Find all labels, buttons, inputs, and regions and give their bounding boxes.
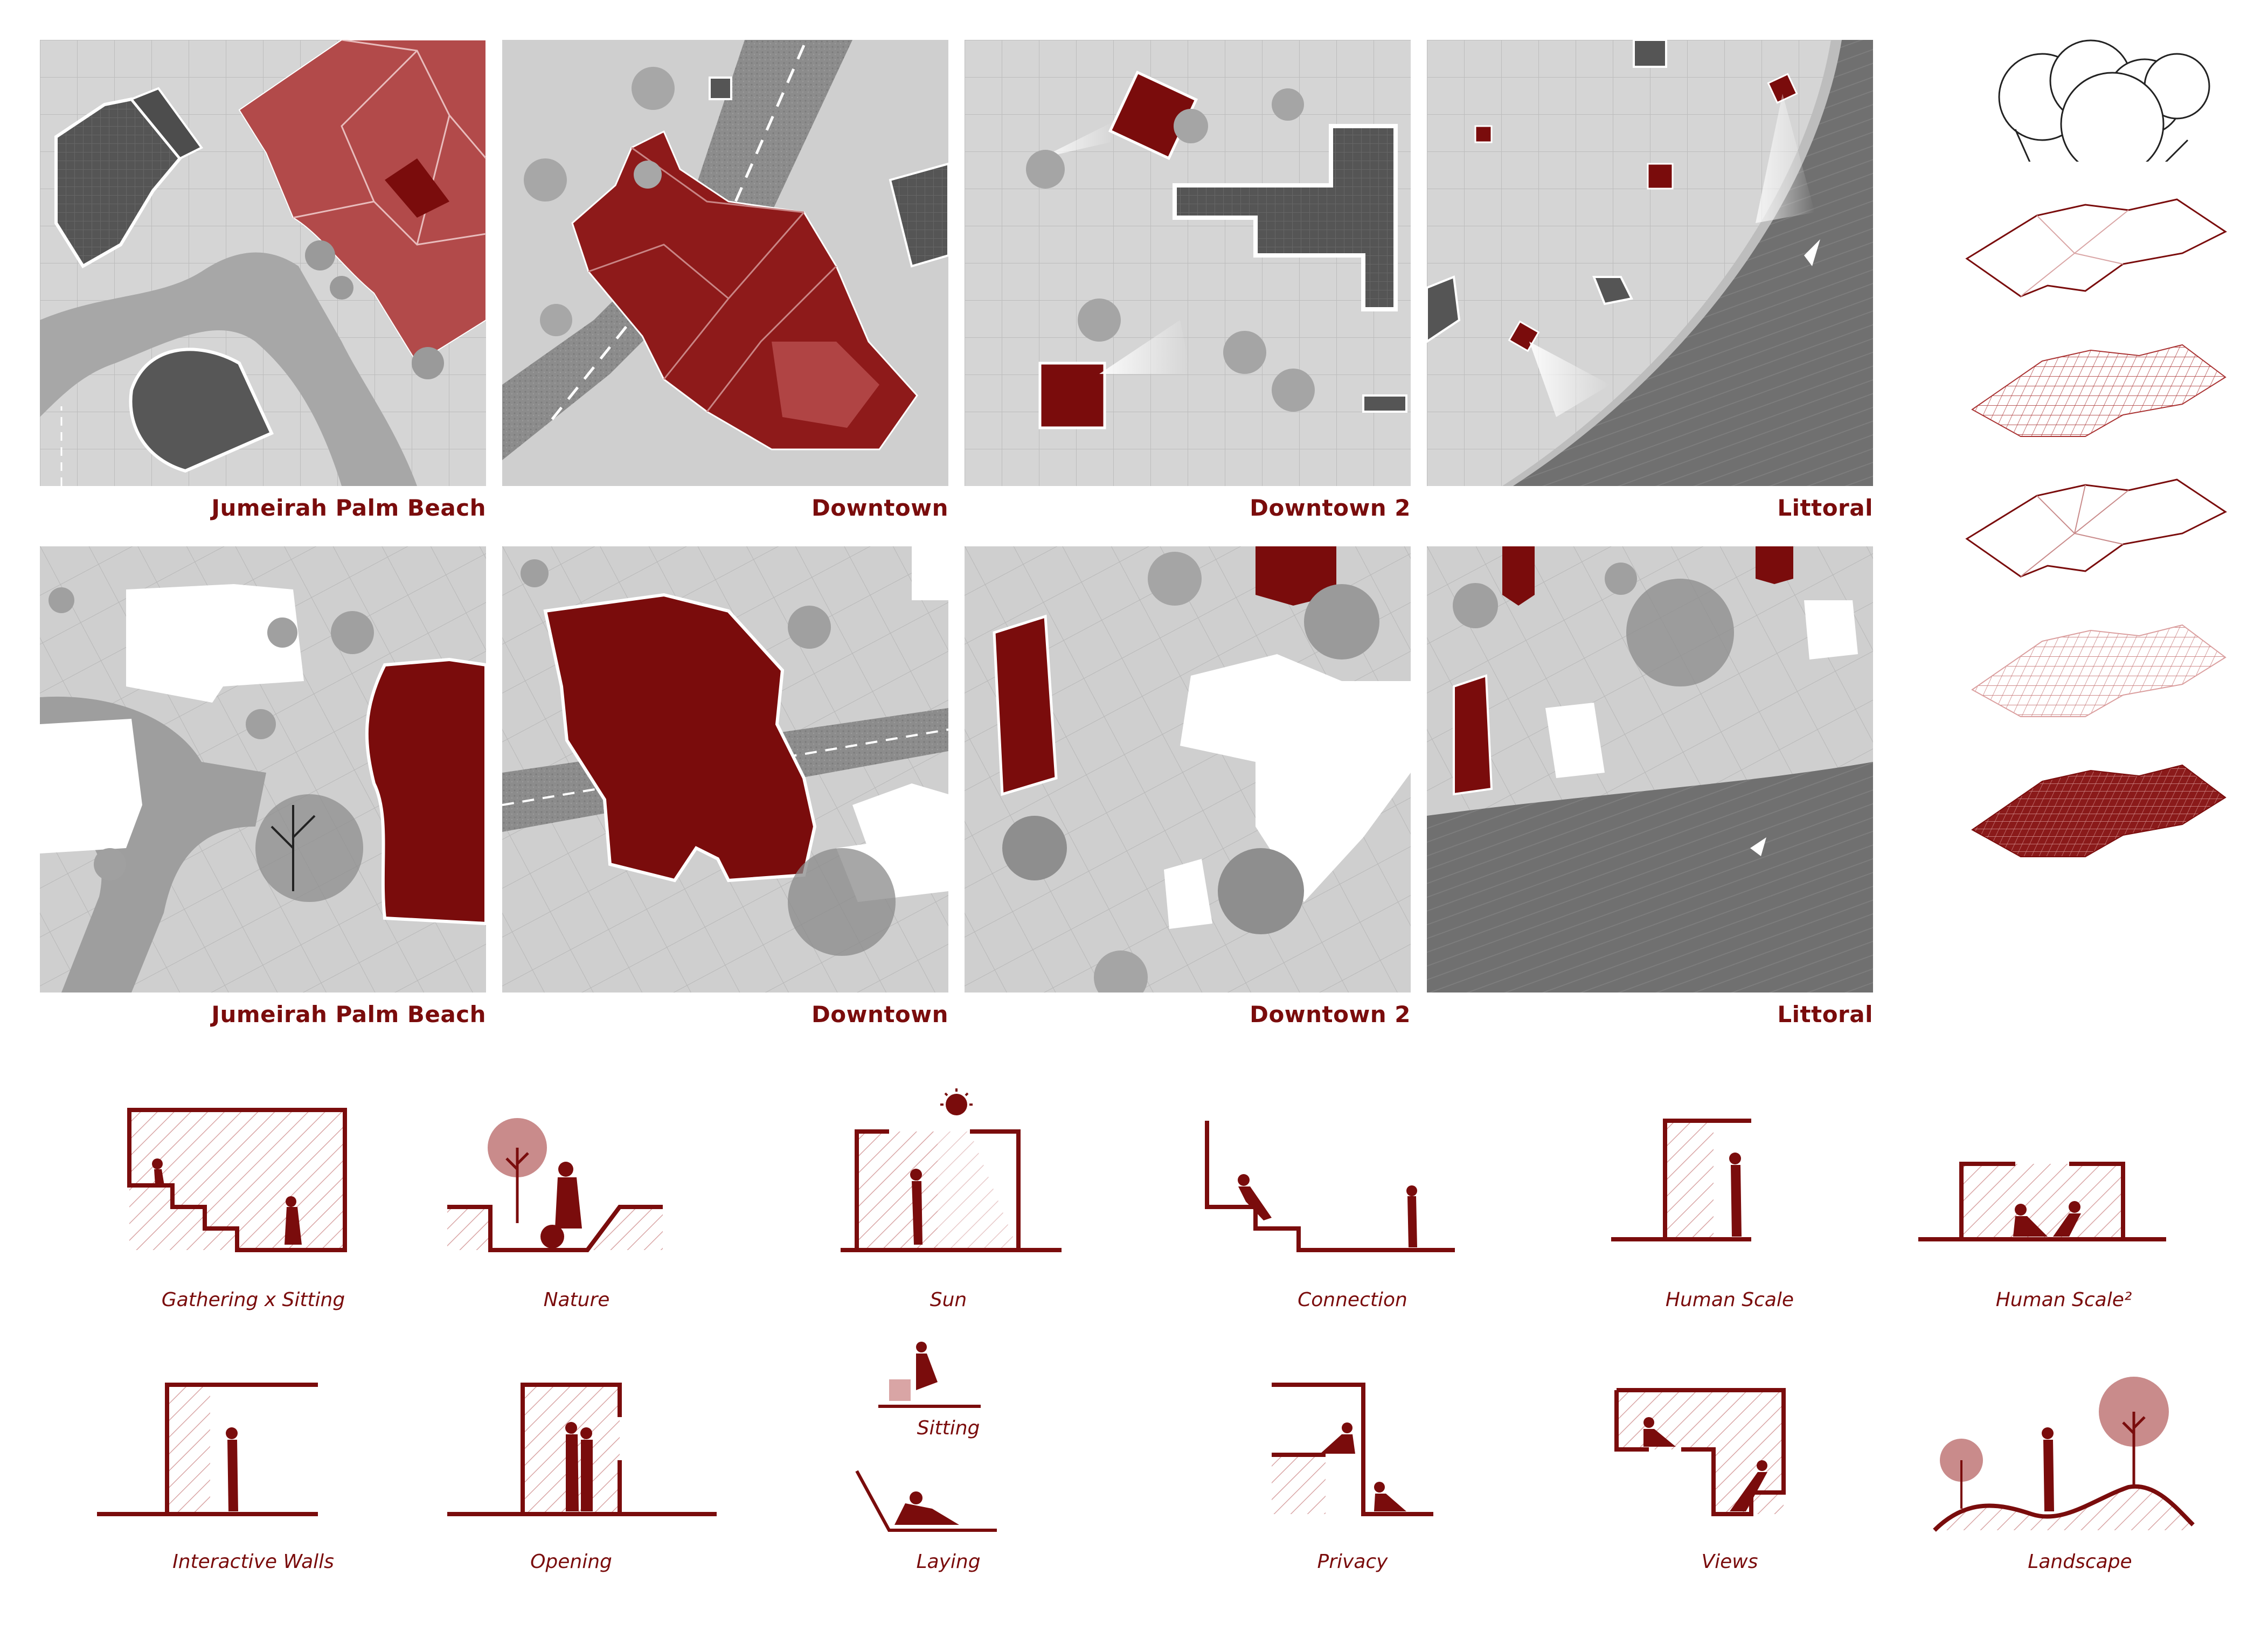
opening-icon — [436, 1369, 717, 1552]
plan-downtown-2-roof — [965, 40, 1411, 486]
sun-icon — [808, 1088, 1088, 1272]
caption-laying: Laying — [916, 1551, 981, 1573]
privacy-icon — [1218, 1369, 1498, 1552]
caption-landscape: Landscape — [2028, 1551, 2132, 1573]
plan-jumeirah-palm-beach-roof — [40, 40, 486, 486]
site-label-littoral: Littoral — [1777, 495, 1873, 521]
site-label-jumeirah-palm-beach: Jumeirah Palm Beach — [211, 495, 486, 521]
landscape-icon — [1924, 1369, 2204, 1552]
caption-human-scale-2: Human Scale² — [1995, 1289, 2132, 1311]
design-board: Jumeirah Palm Beach Downtown Downtown 2 … — [40, 38, 2231, 1573]
caption-privacy: Privacy — [1317, 1551, 1388, 1573]
caption-sun: Sun — [930, 1289, 967, 1311]
plan-downtown-2-ground — [965, 546, 1411, 992]
caption-nature: Nature — [543, 1289, 610, 1311]
site-label-downtown: Downtown — [811, 495, 948, 521]
plan-downtown-roof — [502, 40, 948, 486]
gathering-sitting-icon — [113, 1088, 393, 1272]
caption-views: Views — [1701, 1551, 1758, 1573]
plan-downtown-ground — [502, 546, 948, 992]
caption-gathering-sitting: Gathering x Sitting — [161, 1289, 345, 1311]
site-label-downtown-2nd: Downtown — [811, 1001, 948, 1028]
axo-roof-mesh — [1951, 318, 2231, 442]
plan-littoral-ground — [1427, 546, 1873, 992]
site-label-downtown-2-2nd: Downtown 2 — [1250, 1001, 1411, 1028]
caption-interactive-walls: Interactive Walls — [172, 1551, 334, 1573]
axo-canopy-circles — [1951, 38, 2231, 162]
site-label-littoral-2: Littoral — [1777, 1001, 1873, 1028]
axo-roof-outline-2 — [1951, 458, 2231, 582]
site-label-jumeirah-palm-beach-2: Jumeirah Palm Beach — [211, 1001, 486, 1028]
plan-littoral-roof — [1427, 40, 1873, 486]
caption-opening: Opening — [530, 1551, 612, 1573]
plan-jumeirah-palm-beach-ground — [40, 546, 486, 992]
site-label-downtown-2: Downtown 2 — [1250, 495, 1411, 521]
caption-connection: Connection — [1298, 1289, 1407, 1311]
connection-icon — [1185, 1088, 1466, 1272]
sitting-icon — [808, 1325, 1088, 1509]
caption-human-scale: Human Scale — [1665, 1289, 1794, 1311]
caption-sitting: Sitting — [917, 1417, 980, 1439]
interactive-walls-icon — [86, 1369, 366, 1552]
views-icon — [1584, 1369, 1864, 1552]
human-scale-2-icon — [1908, 1088, 2188, 1272]
human-scale-icon — [1590, 1088, 1870, 1272]
axo-roof-mesh-dense — [1951, 738, 2231, 862]
axo-roof-outline — [1951, 178, 2231, 302]
laying-icon — [808, 1455, 1088, 1638]
axo-roof-mesh-2 — [1951, 598, 2231, 722]
nature-icon — [436, 1088, 717, 1272]
